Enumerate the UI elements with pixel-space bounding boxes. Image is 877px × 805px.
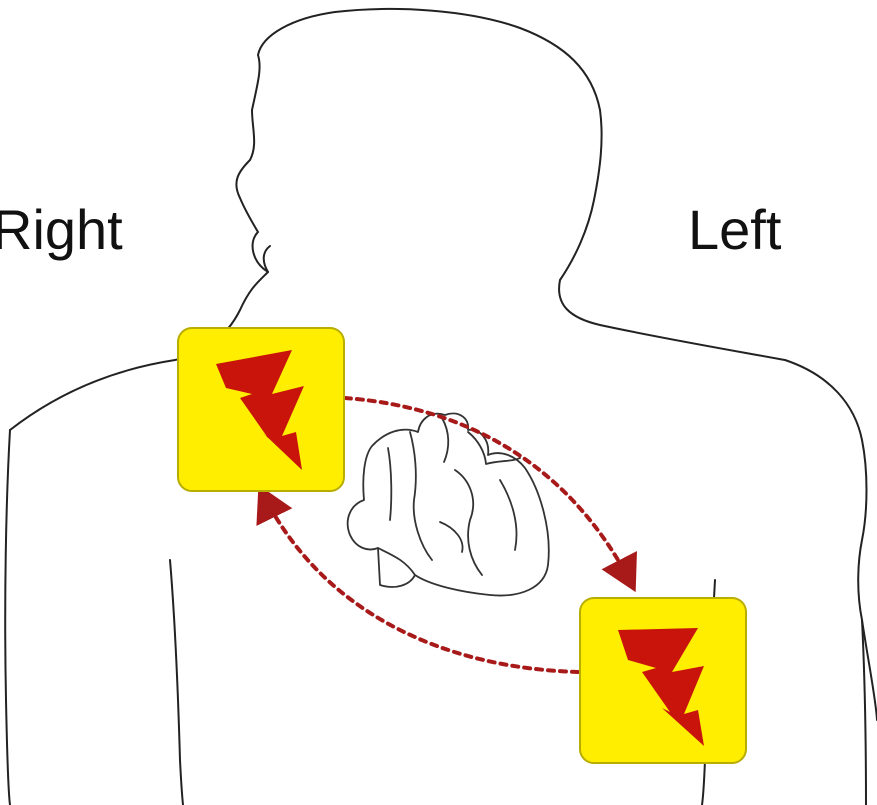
ear-outline — [264, 246, 270, 272]
current-arrow-to-left-pad — [345, 398, 632, 585]
pad-right-upper — [178, 328, 344, 491]
label-right: Right — [0, 202, 123, 258]
torso-edge-right — [5, 430, 10, 805]
right-arm-line — [170, 560, 183, 805]
torso-edge-left — [862, 620, 866, 805]
pad-left-lower — [580, 598, 746, 763]
current-arrow-to-right-pad — [262, 492, 578, 672]
label-left: Left — [688, 202, 781, 258]
heart-outline-icon — [348, 413, 549, 595]
